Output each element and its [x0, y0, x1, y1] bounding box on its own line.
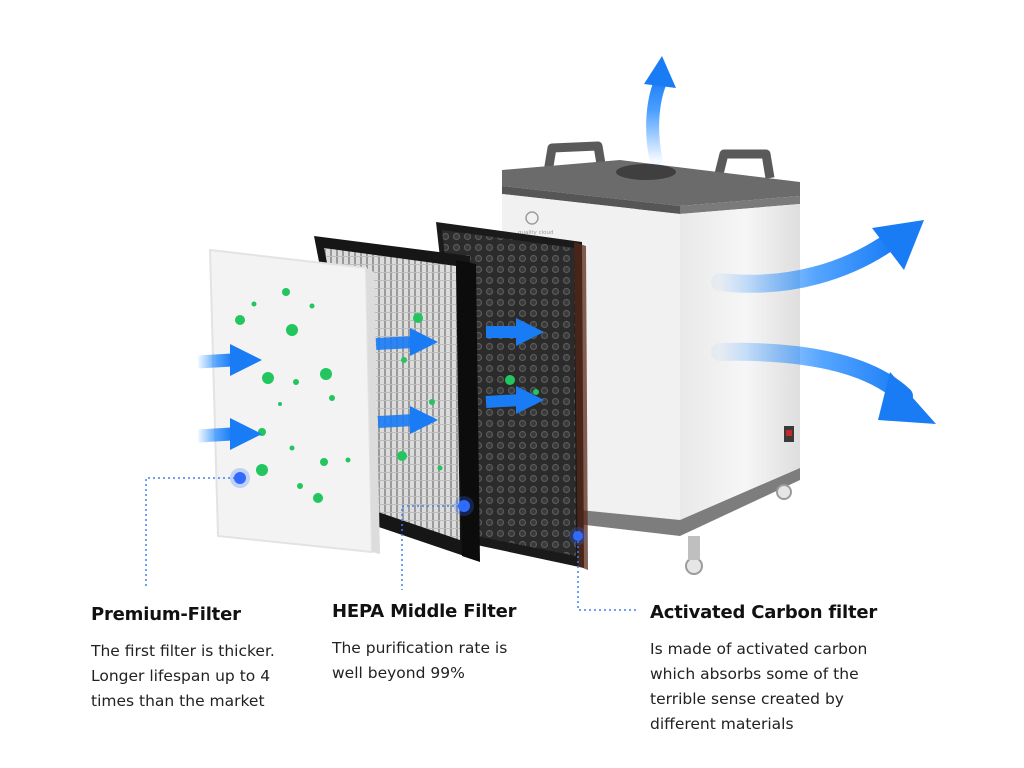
airflow-outflow [644, 56, 936, 424]
airflow-right-upper-arrow [711, 231, 901, 293]
airflow-right-upper-arrowhead [872, 220, 924, 270]
premium-filter-description: The first filter is thicker. Longer life… [91, 642, 275, 710]
hepa-filter-caption: HEPA Middle Filter The purification rate… [332, 601, 552, 686]
airflow-right-lower-arrowhead [878, 372, 936, 424]
premium-filter-panel [197, 248, 380, 554]
airflow-up-arrow [646, 71, 669, 167]
hepa-filter-description: The purification rate is well beyond 99% [332, 639, 508, 682]
carbon-filter-title: Activated Carbon filter [650, 602, 878, 623]
carbon-marker-dot [573, 531, 583, 541]
leader-lines [145, 468, 638, 611]
hepa-leader-line [401, 505, 464, 590]
airflow-up-arrowhead [644, 56, 676, 88]
carbon-filter-description: Is made of activated carbon which absorb… [650, 640, 868, 733]
carbon-filter-caption: Activated Carbon filter Is made of activ… [650, 602, 910, 737]
brand-logo-text: quality cloud [518, 230, 553, 236]
premium-filter-caption: Premium-Filter The first filter is thick… [91, 604, 311, 714]
premium-leader-line [145, 477, 240, 586]
premium-filter-title: Premium-Filter [91, 604, 241, 625]
hepa-marker-dot [458, 500, 470, 512]
hepa-filter-title: HEPA Middle Filter [332, 601, 517, 622]
premium-marker-dot [234, 472, 246, 484]
